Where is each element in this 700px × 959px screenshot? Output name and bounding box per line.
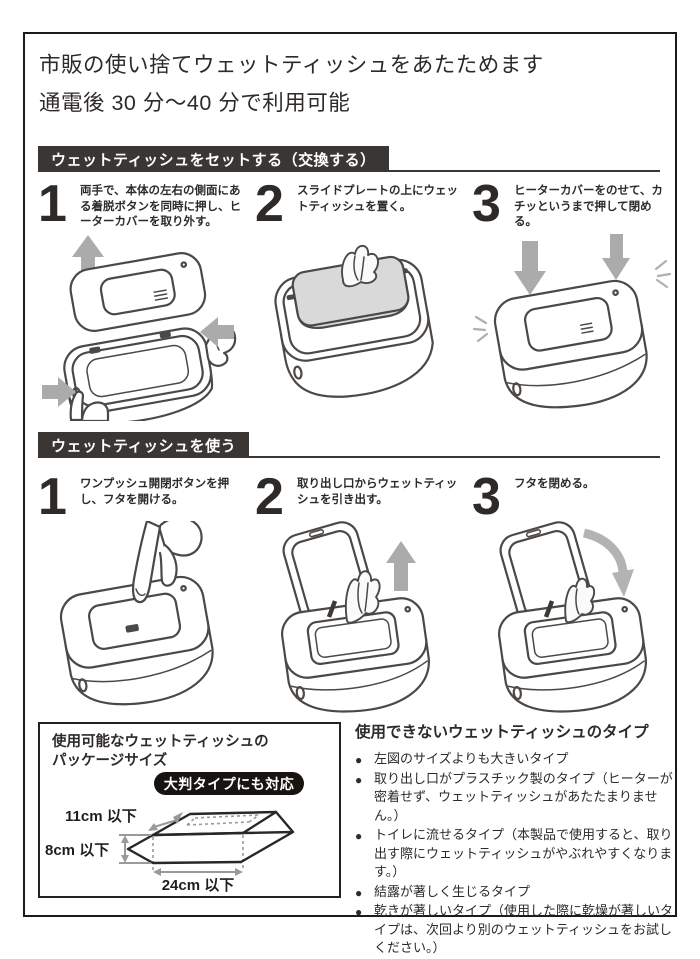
device-base	[63, 326, 214, 421]
step-instruction: ワンプッシュ開閉ボタンを押し、フタを開ける。	[80, 478, 230, 506]
section-1-header: ウェットティッシュをセットする（交換する）	[38, 146, 389, 172]
section-2-rule	[38, 456, 660, 458]
section-1-steps: 1 両手で、本体の左右の側面にある着脱ボタンを同時に押し、ヒーターカバーを取り外…	[38, 175, 683, 421]
large-size-badge: 大判タイプにも対応	[154, 772, 304, 795]
list-item: ● 左図のサイズよりも大きいタイプ	[355, 750, 677, 769]
step-number: 2	[255, 175, 284, 233]
bullet-icon: ●	[355, 885, 363, 900]
step-number: 2	[255, 468, 284, 526]
illustration-close-lid	[498, 521, 647, 713]
step-set-2: 2 スライドプレートの上にウェットティッシュを置く。	[255, 175, 472, 421]
section-2-header: ウェットティッシュを使う	[38, 432, 250, 458]
package-front-left	[126, 831, 245, 865]
left-hand	[69, 390, 110, 421]
click-sparks-right	[654, 259, 672, 288]
list-item-text: 左図のサイズよりも大きいタイプ	[374, 751, 569, 766]
height-arrow	[119, 834, 151, 864]
list-item: ● 乾きが著しいタイプ（使用した際に乾燥が著しいタイプは、次回より別のウェットテ…	[355, 902, 677, 958]
step-instruction: ヒーターカバーをのせて、カチッというまで押して閉める。	[514, 185, 663, 228]
package-right-gusset	[239, 810, 295, 864]
step-number: 1	[38, 175, 67, 233]
step-use-3: 3 フタを閉める。	[472, 468, 672, 716]
press-left-arrow-icon	[42, 376, 76, 407]
press-down-arrow-right-icon	[602, 233, 630, 280]
step-instruction: 取り出し口からウェットティッシュを引き出す。	[297, 478, 458, 506]
sticker-outline	[186, 814, 260, 826]
step-instruction: 両手で、本体の左右の側面にある着脱ボタンを同時に押し、ヒーターカバーを取り外す。	[80, 185, 241, 228]
step-number: 3	[472, 175, 501, 233]
click-sparks-left	[472, 315, 489, 342]
height-label: 8cm 以下	[45, 842, 109, 859]
bullet-icon: ●	[355, 772, 363, 787]
tissue	[564, 577, 596, 624]
list-item-text: 結露が著しく生じるタイプ	[374, 883, 531, 899]
depth-arrow	[153, 819, 178, 828]
list-item: ● 取り出し口がプラスチック製のタイプ（ヒーターが密着せず、ウェットティッシュが…	[355, 770, 677, 826]
depth-label: 11cm 以下	[65, 808, 137, 825]
dashed-extension-lines	[152, 835, 244, 872]
unusable-types-title: 使用できないウェットティッシュのタイプ	[355, 724, 649, 741]
step-number: 1	[38, 468, 67, 526]
usable-size-title: 使用可能なウェットティッシュの パッケージサイズ	[52, 734, 269, 769]
device-closed	[493, 279, 648, 408]
device-closed	[59, 575, 214, 706]
step-instruction: フタを閉める。	[514, 478, 595, 490]
title-line-2: 通電後 30 分～40 分で利用可能	[39, 91, 351, 115]
heater-cover	[69, 251, 207, 332]
tissue	[341, 244, 379, 288]
section-1-header-label: ウェットティッシュをセットする（交換する）	[51, 151, 376, 169]
lift-up-arrow-icon	[72, 234, 104, 281]
press-down-arrow-left-icon	[514, 240, 546, 295]
step-number: 3	[472, 468, 501, 526]
page-border: 市販の使い捨てウェットティッシュをあたためます 通電後 30 分～40 分で利用…	[23, 32, 677, 955]
width-label: 24cm 以下	[162, 877, 235, 894]
section-2-steps: 1 ワンプッシュ開閉ボタンを押し、フタを開ける。	[38, 468, 683, 716]
step-set-3: 3 ヒーターカバーをのせて、カチッというまで押して閉める。	[472, 175, 672, 421]
close-arrow-head	[612, 569, 634, 597]
package-size-diagram: 11cm 以下 8cm 以下 24cm 以下	[45, 808, 295, 894]
page-title: 市販の使い捨てウェットティッシュをあたためます 通電後 30 分～40 分で利用…	[39, 46, 544, 122]
device-body	[281, 597, 430, 713]
step-instruction: スライドプレートの上にウェットティッシュを置く。	[297, 185, 458, 213]
close-arrow-icon	[582, 528, 628, 578]
illustration-pull-tissue	[281, 521, 430, 713]
illustration-place-tissue	[274, 244, 434, 398]
list-item-text: 乾きが著しいタイプ（使用した際に乾燥が著しいタイプは、次回より別のウェットティッ…	[374, 903, 674, 955]
step-use-2: 2 取り出し口からウェットティッシュを引き出す。	[255, 468, 472, 716]
list-item-text: 取り出し口がプラスチック製のタイプ（ヒーターが密着せず、ウェットティッシュがあた…	[374, 770, 673, 823]
bullet-icon: ●	[355, 753, 363, 767]
pull-up-arrow-icon	[386, 541, 416, 591]
list-item: ● 結露が著しく生じるタイプ	[355, 883, 677, 902]
tissue	[345, 570, 381, 624]
title-line-1: 市販の使い捨てウェットティッシュをあたためます	[39, 53, 544, 77]
device-base	[274, 255, 434, 398]
list-item: ● トイレに流せるタイプ（本製品で使用すると、取り出す際にウェットティッシュがや…	[355, 826, 677, 882]
device-body	[498, 597, 647, 713]
bullet-icon: ●	[355, 905, 363, 919]
step-set-1: 1 両手で、本体の左右の側面にある着脱ボタンを同時に押し、ヒーターカバーを取り外…	[38, 175, 255, 421]
list-item-text: トイレに流せるタイプ（本製品で使用すると、取り出す際にウェットティッシュがやぶれ…	[374, 827, 673, 879]
hand-pressing	[131, 521, 203, 604]
illustration-press-button	[59, 521, 214, 706]
illustration-close-cover	[472, 233, 672, 408]
usable-size-box: 使用可能なウェットティッシュの パッケージサイズ 大判タイプにも対応	[38, 722, 341, 898]
bullet-icon: ●	[355, 829, 363, 843]
press-right-arrow-icon	[200, 316, 234, 347]
illustration-remove-heater-cover	[42, 234, 237, 421]
section-2-header-label: ウェットティッシュを使う	[51, 437, 237, 455]
step-use-1: 1 ワンプッシュ開閉ボタンを押し、フタを開ける。	[38, 468, 255, 716]
unusable-types-section: 使用できないウェットティッシュのタイプ ● 左図のサイズよりも大きいタイプ ● …	[355, 720, 677, 959]
